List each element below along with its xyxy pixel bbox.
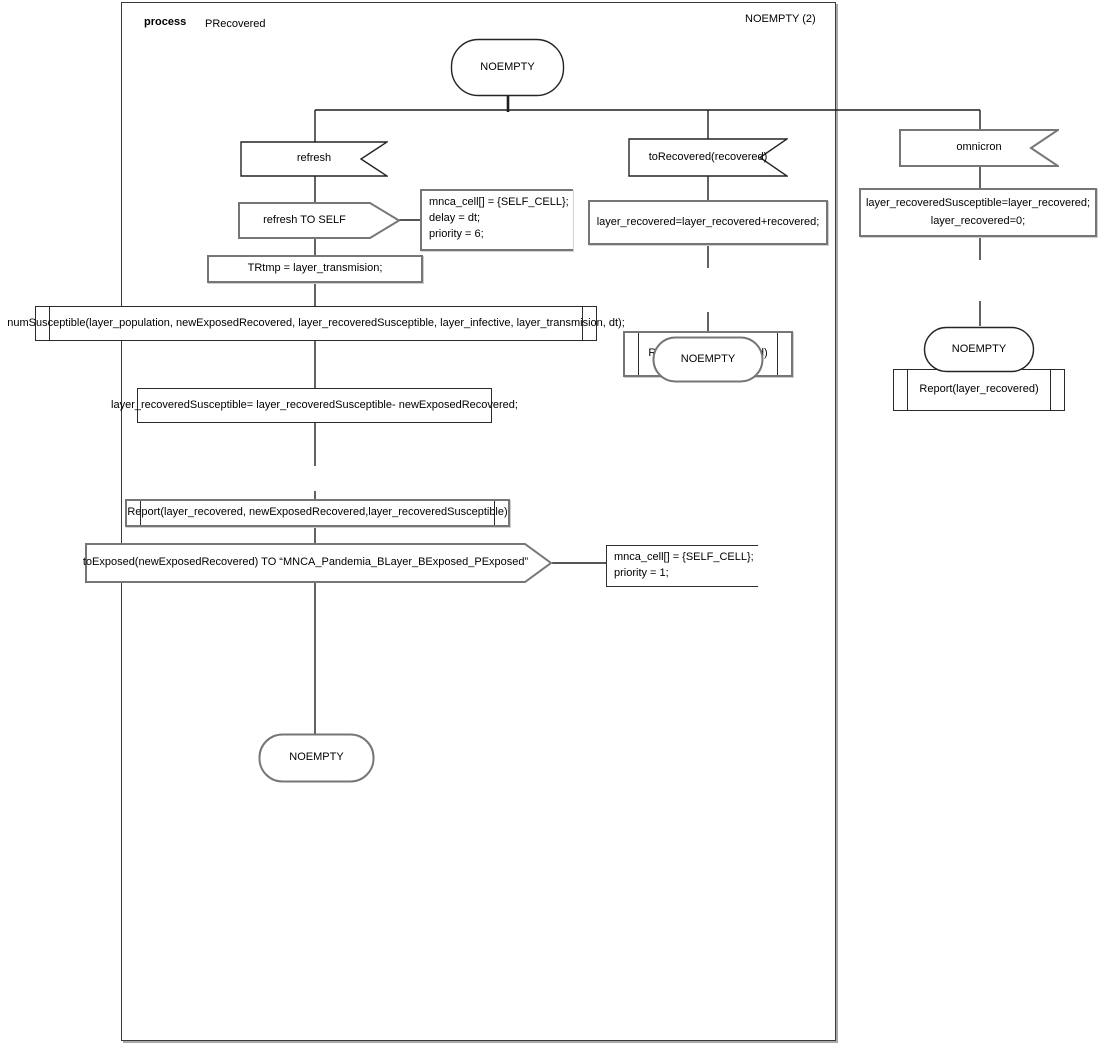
procedure-report-left-label: Report(layer_recovered, newExposedRecove… bbox=[127, 506, 508, 519]
comment-line: mnca_cell[] = {SELF_CELL}; bbox=[614, 551, 754, 563]
receive-signal-shape bbox=[240, 141, 388, 177]
next-state-left: NOEMPTY bbox=[258, 733, 375, 783]
task-trtmp: TRtmp = layer_transmision; bbox=[207, 255, 423, 283]
procedure-report-right-label: Report(layer_recovered) bbox=[919, 383, 1039, 396]
next-state-middle-label: NOEMPTY bbox=[680, 352, 736, 365]
state-shape bbox=[258, 733, 375, 783]
comment-toexposed: mnca_cell[] = {SELF_CELL}; priority = 1; bbox=[606, 545, 758, 587]
output-toexposed: toExposed(newExposedRecovered) TO “MNCA_… bbox=[82, 543, 553, 583]
task-recovered-susceptible-label: layer_recoveredSusceptible= layer_recove… bbox=[111, 398, 518, 411]
next-state-middle: NOEMPTY bbox=[652, 336, 764, 383]
start-state: NOEMPTY bbox=[450, 38, 565, 97]
send-signal-shape bbox=[238, 202, 401, 239]
state-shape bbox=[450, 38, 565, 97]
procedure-report-right: Report(layer_recovered) bbox=[893, 369, 1065, 411]
comment-line: priority = 1; bbox=[614, 566, 669, 579]
input-signal-torecovered: toRecovered(recovered) bbox=[628, 138, 788, 177]
procedure-numsusceptible: numSusceptible(layer_population, newExpo… bbox=[7, 306, 625, 341]
comment-line: mnca_cell[] = {SELF_CELL}; bbox=[429, 196, 569, 208]
task-layer-recovered: layer_recovered=layer_recovered+recovere… bbox=[588, 200, 828, 245]
task-omnicron: layer_recoveredSusceptible=layer_recover… bbox=[859, 188, 1097, 237]
next-state-right: NOEMPTY bbox=[923, 326, 1035, 373]
receive-signal-shape bbox=[899, 129, 1059, 167]
task-layer-recovered-label: layer_recovered=layer_recovered+recovere… bbox=[596, 215, 820, 228]
comment-refresh-to-self: mnca_cell[] = {SELF_CELL}; delay = dt; p… bbox=[420, 189, 573, 251]
task-omnicron-line1: layer_recoveredSusceptible=layer_recover… bbox=[865, 197, 1091, 210]
input-signal-omnicron-label: omnicron bbox=[956, 141, 1002, 154]
task-recovered-susceptible: layer_recoveredSusceptible= layer_recove… bbox=[111, 388, 518, 423]
process-kind-label: process bbox=[144, 16, 187, 28]
next-state-right-label: NOEMPTY bbox=[951, 342, 1007, 355]
input-signal-refresh-label: refresh bbox=[296, 152, 332, 165]
task-trtmp-label: TRtmp = layer_transmision; bbox=[247, 262, 383, 275]
next-state-left-label: NOEMPTY bbox=[289, 751, 344, 764]
output-toexposed-label: toExposed(newExposedRecovered) TO “MNCA_… bbox=[82, 556, 529, 569]
output-refresh-to-self-label: refresh TO SELF bbox=[263, 213, 346, 226]
process-frame bbox=[121, 2, 836, 1041]
task-omnicron-line2: layer_recovered=0; bbox=[930, 214, 1026, 227]
start-state-label: NOEMPTY bbox=[480, 60, 535, 73]
procedure-numsusceptible-label: numSusceptible(layer_population, newExpo… bbox=[7, 316, 625, 329]
input-signal-omnicron: omnicron bbox=[899, 129, 1059, 167]
receive-signal-shape bbox=[628, 138, 788, 177]
comment-line: delay = dt; bbox=[429, 211, 481, 224]
state-shape bbox=[923, 326, 1035, 373]
input-signal-refresh: refresh bbox=[240, 141, 388, 177]
process-name: PRecovered bbox=[205, 18, 266, 30]
state-shape bbox=[652, 336, 764, 383]
frame-state-ref: NOEMPTY (2) bbox=[745, 13, 816, 25]
send-signal-shape bbox=[85, 543, 553, 583]
procedure-report-left: Report(layer_recovered, newExposedRecove… bbox=[125, 499, 510, 527]
output-refresh-to-self: refresh TO SELF bbox=[238, 202, 401, 239]
input-signal-torecovered-label: toRecovered(recovered) bbox=[648, 150, 768, 163]
comment-line: priority = 6; bbox=[429, 227, 484, 240]
